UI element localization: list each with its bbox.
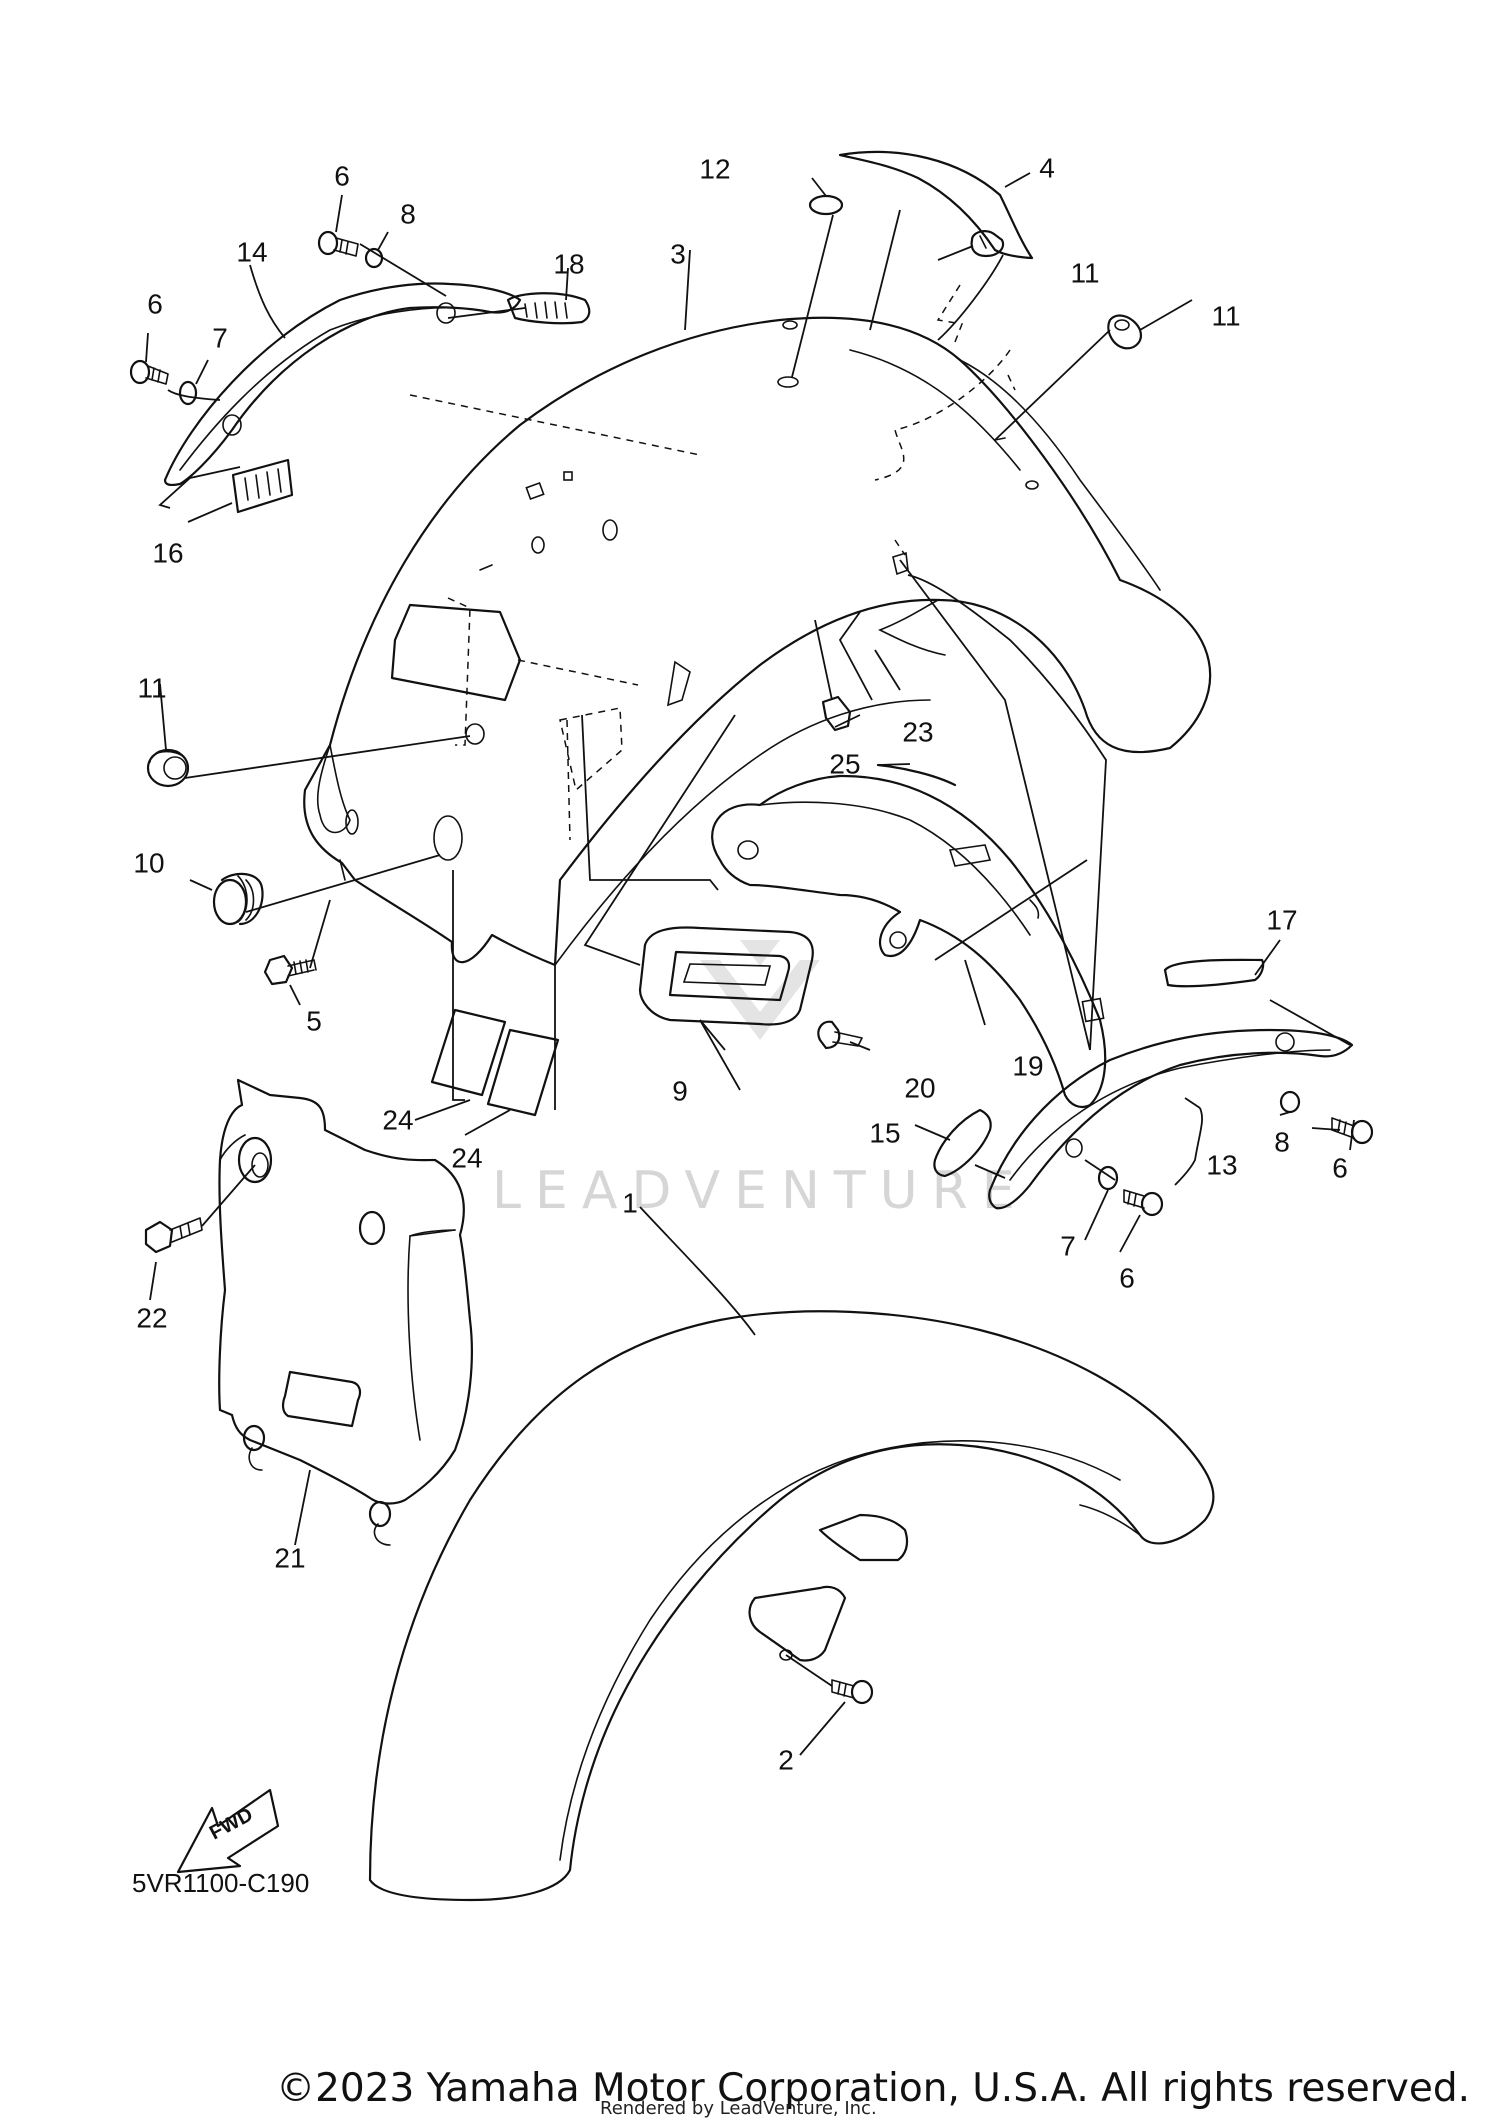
callout-11[interactable]: 11 <box>1211 300 1240 331</box>
strip-part-25 <box>876 763 957 787</box>
callout-14[interactable]: 14 <box>236 236 267 267</box>
callout-6[interactable]: 6 <box>147 288 163 319</box>
bolt-part-6-b <box>129 359 169 385</box>
fwd-arrow-icon: FWD <box>176 1788 280 1874</box>
nut-part-23 <box>821 695 852 732</box>
callout-25[interactable]: 25 <box>829 748 860 779</box>
callout-5[interactable]: 5 <box>306 1005 322 1036</box>
pad-part-18 <box>506 292 591 325</box>
assembly-lines <box>409 284 1016 841</box>
callout-16[interactable]: 16 <box>152 537 183 568</box>
rail-part-13 <box>988 1028 1354 1210</box>
rear-fender-part-3 <box>303 316 1212 967</box>
bolt-part-2 <box>831 1679 874 1705</box>
callouts: 12 4 6 8 3 11 14 18 11 6 7 16 11 23 25 1… <box>133 152 1347 1775</box>
rail-part-14 <box>163 282 522 487</box>
callout-22[interactable]: 22 <box>136 1302 167 1333</box>
seal-part-24-a <box>430 1008 507 1097</box>
callout-12[interactable]: 12 <box>699 153 730 184</box>
callout-7[interactable]: 7 <box>212 322 228 353</box>
bolt-part-20 <box>817 1020 863 1050</box>
grommet-11b <box>1107 314 1142 350</box>
watermark-text: LEADVENTURE <box>492 1161 1029 1221</box>
pad-part-15 <box>933 1108 992 1178</box>
pad-part-16 <box>231 458 294 514</box>
diagram-code: 5VR1100-C190 <box>132 1868 309 1898</box>
reflector-part-9 <box>638 926 814 1026</box>
callout-20[interactable]: 20 <box>904 1072 935 1103</box>
washer-part-7-a <box>178 380 198 406</box>
front-fender-part-1 <box>368 1310 1215 1902</box>
bolt-part-22 <box>144 1217 203 1254</box>
callout-11[interactable]: 11 <box>1070 257 1099 288</box>
callout-19[interactable]: 19 <box>1012 1050 1043 1081</box>
hole-12 <box>777 376 799 388</box>
callout-7[interactable]: 7 <box>1060 1230 1076 1261</box>
leader-lines <box>145 172 1355 1756</box>
callout-3[interactable]: 3 <box>670 238 686 269</box>
callout-24[interactable]: 24 <box>451 1142 482 1173</box>
callout-8[interactable]: 8 <box>1274 1126 1290 1157</box>
seal-part-24-b <box>486 1028 560 1117</box>
bolt-part-6-d <box>1123 1189 1164 1217</box>
callout-4[interactable]: 4 <box>1039 152 1055 183</box>
washer-part-8-b <box>1279 1090 1301 1114</box>
callout-2[interactable]: 2 <box>778 1744 794 1775</box>
pad-part-17 <box>1163 958 1265 988</box>
cap-part-12 <box>808 194 844 216</box>
callout-17[interactable]: 17 <box>1266 904 1297 935</box>
bolt-part-6-a <box>317 230 359 257</box>
rendered-by-note: Rendered by LeadVenture, Inc. <box>600 2098 877 2119</box>
callout-24[interactable]: 24 <box>382 1104 413 1135</box>
grommet-part-10 <box>212 872 264 926</box>
callout-10[interactable]: 10 <box>133 847 164 878</box>
washer-part-7-b <box>1097 1165 1119 1191</box>
callout-15[interactable]: 15 <box>869 1117 900 1148</box>
callout-8[interactable]: 8 <box>400 198 416 229</box>
leadventure-watermark: LEADVENTURE <box>492 940 1029 1221</box>
callout-23[interactable]: 23 <box>902 716 933 747</box>
plate-part-21 <box>218 1078 473 1546</box>
trim-part-4 <box>838 150 1034 260</box>
callout-11[interactable]: 11 <box>137 672 166 703</box>
callout-13[interactable]: 13 <box>1206 1149 1237 1180</box>
grommet-11a <box>970 230 1005 258</box>
callout-9[interactable]: 9 <box>672 1075 688 1106</box>
grommet-11c <box>146 748 190 788</box>
copyright-notice: ©2023 Yamaha Motor Corporation, U.S.A. A… <box>276 2066 1470 2111</box>
callout-6[interactable]: 6 <box>1332 1152 1348 1183</box>
bolt-part-5 <box>263 954 317 986</box>
callout-6[interactable]: 6 <box>1119 1262 1135 1293</box>
inner-fender-part-19 <box>711 774 1107 1109</box>
callout-6[interactable]: 6 <box>334 160 350 191</box>
callout-1[interactable]: 1 <box>622 1187 638 1218</box>
callout-21[interactable]: 21 <box>274 1542 305 1573</box>
callout-18[interactable]: 18 <box>553 248 584 279</box>
